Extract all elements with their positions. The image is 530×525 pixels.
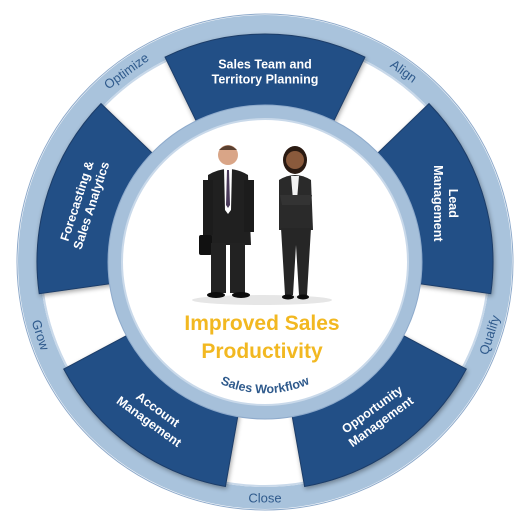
segment-label-lead-management: LeadManagement (431, 165, 460, 242)
ring-label-close: Close (248, 491, 281, 506)
segment-label-line: Territory Planning (212, 73, 319, 87)
center-title-line2: Productivity (201, 340, 323, 363)
businesswoman-figure (279, 146, 313, 300)
inner-ring (107, 104, 423, 420)
business-people-photo (192, 145, 332, 305)
center-title-line1: Improved Sales (184, 312, 339, 335)
segment-label-line: Sales Team and (218, 58, 312, 72)
businessman-figure (199, 145, 254, 298)
segment-label-line: Lead (446, 189, 460, 218)
segment-label-line: Management (431, 165, 445, 242)
